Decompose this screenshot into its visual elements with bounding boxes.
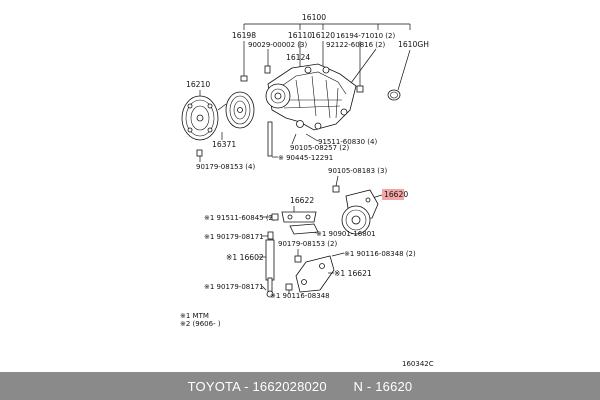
water-pump-pulley [217,91,255,129]
leader-91511a [305,133,319,142]
callout-90179c: 90179-08153 (2) [278,240,337,248]
callout-16100: 16100 [302,13,326,22]
callout-90901: ※1 90901-16801 [316,230,376,238]
callout-90179b: ※1 90179-08171 [204,233,264,241]
bolt-90105b [332,185,340,193]
callout-90445: ※ 90445-12291 [278,154,333,162]
leader-90105a [291,133,297,145]
callout-bracket-16100 [243,23,411,30]
callout-16210: 16210 [186,80,210,89]
callout-91511b: ※1 91511-60845 (2) [204,214,276,222]
damper-16602 [265,239,275,298]
bolt-90029 [264,65,271,74]
callout-92122: 92122-60816 (2) [326,41,385,49]
bolt-16198 [240,75,248,82]
leader-1610GH [397,49,411,91]
callout-16110: 16110 [288,31,312,40]
leader-90116a [331,252,345,257]
part-number-footer: TOYOTA - 1662028020 N - 16620 [0,372,600,400]
callout-90116b: ※1 90116-08348 [270,292,330,300]
callout-90179d: ※1 90179-08171 [204,283,264,291]
parts-diagram: 16100 16198 16110 16120 16194-71010 (2) … [180,13,434,368]
footer-text: TOYOTA - 1662028020 N - 16620 [187,378,413,394]
figure-id: 160342C [402,360,434,368]
callout-90105a: 90105-08257 (2) [290,144,349,152]
callout-90179a: 90179-08153 (4) [196,163,255,171]
plate-90901 [289,223,319,235]
water-pump-assembly [265,63,357,131]
callout-90105b: 90105-08183 (3) [328,167,387,175]
callout-16602: ※1 16602 [226,253,264,262]
callout-16371: 16371 [212,140,236,149]
callout-90116a: ※1 90116-08348 (2) [344,250,416,258]
callout-16198: 16198 [232,31,256,40]
stud-90445 [267,121,273,157]
bolt-90116b [285,283,293,291]
bracket-16622 [281,211,317,223]
legend-note-2: ※2 (9606- ) [180,320,221,328]
callout-91511a: 91511-60830 (4) [318,138,377,146]
highlight-box-16620 [382,189,404,200]
bolt-90179a [196,149,203,157]
callout-16620: 16620 [384,190,408,199]
callout-16124: 16124 [286,53,310,62]
leader-90179d [261,285,267,291]
leader-90105b [335,175,339,187]
callout-1610GH: 1610GH [398,40,429,49]
bolt-91511b [271,213,279,221]
callout-16621: ※1 16621 [334,269,372,278]
bolt-90179b [267,231,274,240]
idler-pulley-16620 [341,189,379,235]
bracket-16621 [295,255,335,293]
bolt-90179c [294,255,302,263]
oring-1610GH [387,89,401,101]
bolt-16194 [356,85,364,93]
callout-90029: 90029-00002 (3) [248,41,307,49]
callout-16120: 16120 [311,31,335,40]
callout-16622: 16622 [290,196,314,205]
callout-16194: 16194-71010 (2) [336,32,395,40]
fan-coupling [181,95,219,141]
legend-note-1: ※1 MTM [180,312,209,320]
